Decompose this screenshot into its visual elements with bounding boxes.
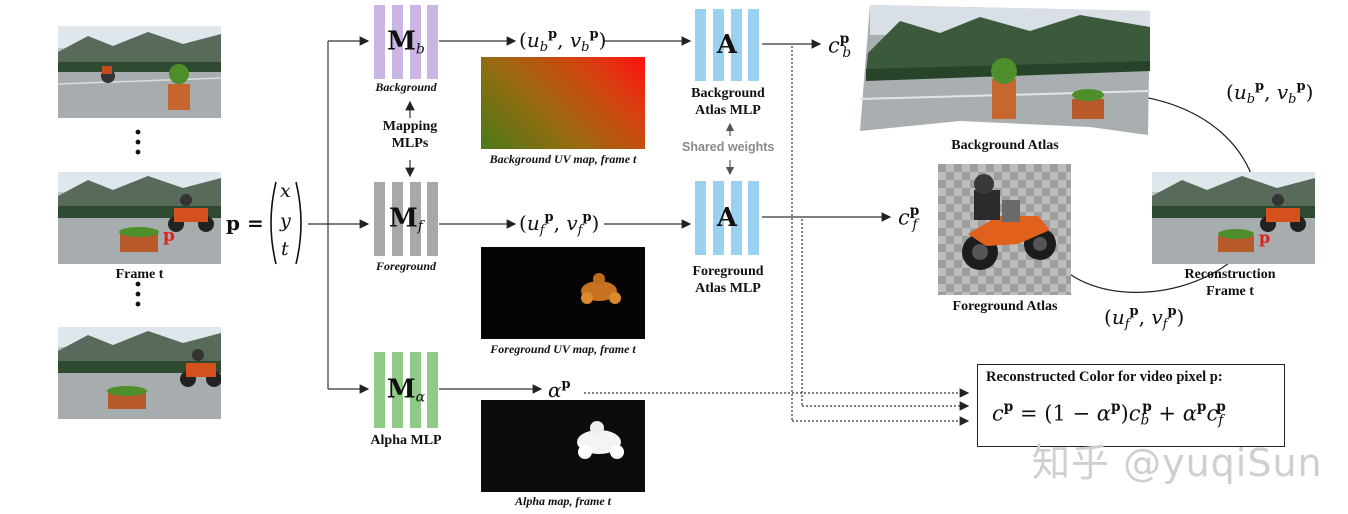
reconstruction-label: Reconstruction Frame t	[1184, 267, 1276, 299]
fg-uv-blob	[581, 273, 621, 304]
uv-foreground-label: (ufp, vfp)	[519, 210, 600, 238]
foreground-atlas-mlp-label: Foreground Atlas MLP	[692, 264, 764, 296]
input-branch-lines	[308, 36, 370, 394]
ellipsis-dots-lower: ···	[132, 268, 143, 321]
background-uv-map	[481, 57, 645, 149]
video-frame-bottom	[58, 327, 221, 419]
mlp-output-lines	[439, 36, 892, 394]
uv-background-label: (ubp, vbp)	[519, 27, 607, 55]
foreground-atlas-mlp: A	[695, 181, 759, 255]
background-atlas-svg	[860, 5, 1150, 135]
background-mlp-caption: Background	[375, 80, 437, 94]
background-atlas-mlp: A	[695, 9, 759, 81]
uv-b-arc-label: (ubp, vbp)	[1226, 79, 1314, 107]
reconstruction-frame-image	[1152, 172, 1315, 264]
foreground-uv-map	[481, 247, 645, 339]
alpha-map-caption: Alpha map, frame t	[514, 494, 611, 508]
coord-t: t	[281, 238, 289, 260]
formula-title: Reconstructed Color for video pixel p:	[986, 369, 1223, 385]
watermark: 知乎 @yuqiSun	[1032, 441, 1323, 485]
background-mapping-mlp: Mb	[374, 5, 438, 79]
formula-expression: cp = (1 − αp)cbp + αpcfp	[992, 399, 1226, 429]
dotted-feeds	[584, 46, 970, 426]
input-p-equals: p =	[226, 211, 264, 235]
ellipsis-dots-upper: ···	[132, 116, 143, 169]
frame-t-label: Frame t	[115, 267, 164, 282]
alpha-mlp: Mα	[374, 352, 438, 428]
bg-atlas-symbol: A	[716, 30, 738, 60]
reconstruction-formula-box: Reconstructed Color for video pixel p: c…	[977, 364, 1285, 447]
frame-point-label: p	[163, 226, 175, 246]
video-frame-t	[58, 172, 221, 264]
background-atlas-image	[860, 3, 1150, 136]
foreground-mapping-mlp: Mf	[374, 182, 438, 256]
uv-f-arc-label: (ufp, vfp)	[1104, 304, 1185, 332]
shared-weights-label: Shared weights	[682, 140, 775, 154]
background-atlas-mlp-label: Background Atlas MLP	[691, 86, 765, 118]
background-atlas-caption: Background Atlas	[951, 138, 1059, 153]
motorcycle-rider-icon	[962, 174, 1056, 270]
frame-top-image	[58, 26, 221, 118]
cb-output-label: cpb	[828, 31, 852, 61]
foreground-mlp-caption: Foreground	[375, 259, 437, 273]
vector-parentheses	[270, 181, 302, 265]
background-uv-map-caption: Background UV map, frame t	[489, 152, 637, 166]
alpha-mlp-caption: Alpha MLP	[370, 433, 442, 448]
mapping-mlps-label: Mapping MLPs	[382, 119, 438, 151]
coord-y: y	[280, 210, 291, 232]
fg-atlas-symbol: A	[716, 203, 738, 233]
reconstruction-point-label: p	[1259, 228, 1271, 247]
foreground-uv-map-caption: Foreground UV map, frame t	[490, 342, 636, 356]
mapping-fg-symbol: Mf	[389, 203, 423, 235]
foreground-atlas-caption: Foreground Atlas	[952, 299, 1058, 314]
foreground-atlas-image	[938, 164, 1071, 295]
frame-t-image	[58, 172, 221, 264]
alpha-mlp-symbol: Mα	[386, 374, 426, 406]
mapping-bg-symbol: Mb	[387, 26, 425, 58]
coord-x: x	[280, 180, 291, 202]
alpha-output-label: αp	[548, 377, 571, 403]
alpha-map-blob	[577, 421, 624, 459]
video-frame-top	[58, 26, 221, 118]
input-vector: x y t	[266, 178, 306, 268]
cf-output-label: cpf	[898, 203, 920, 233]
frame-bottom-image	[58, 327, 221, 419]
alpha-map	[481, 400, 645, 492]
reconstruction-frame	[1152, 172, 1315, 264]
